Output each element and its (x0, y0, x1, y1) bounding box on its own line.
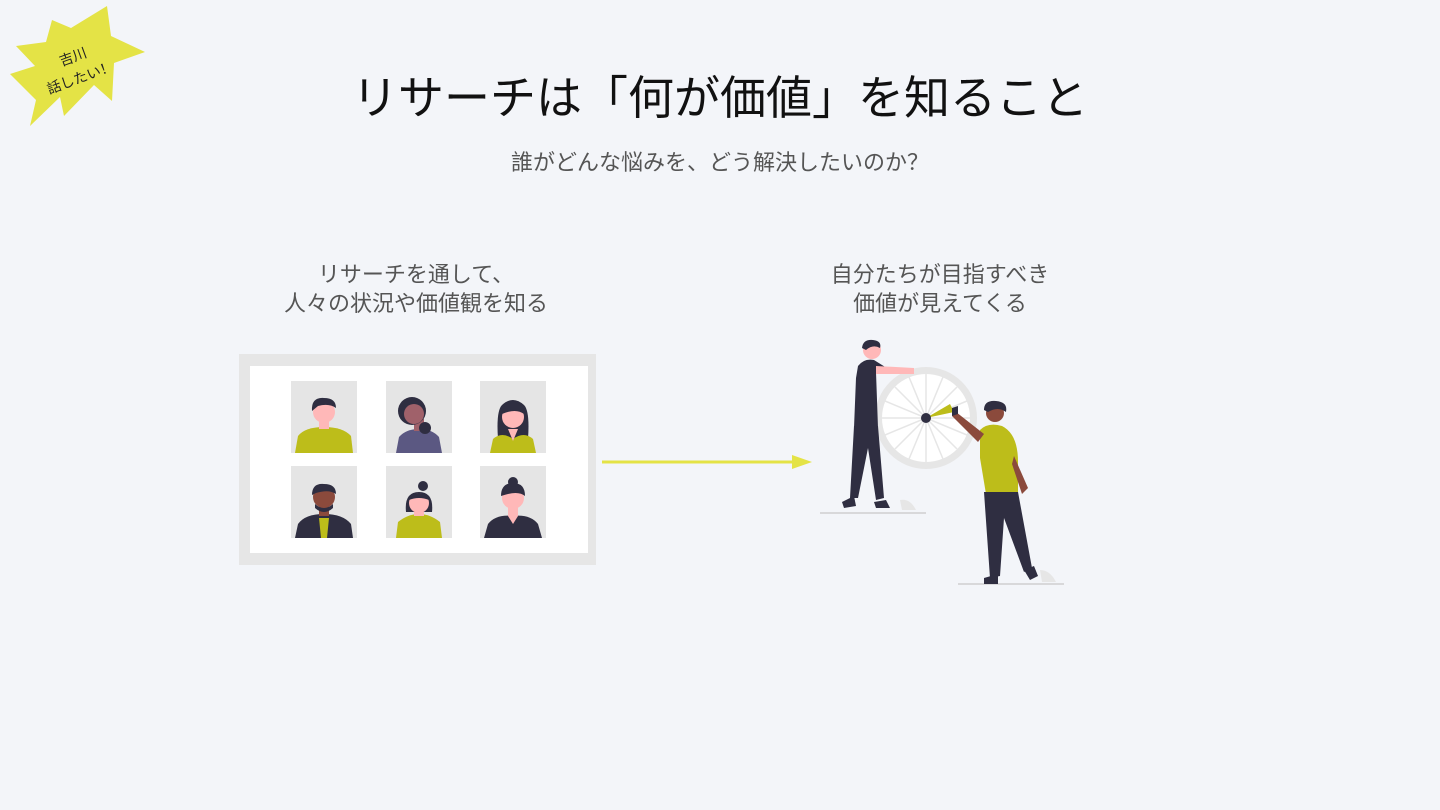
team-wheel-illustration (818, 338, 1068, 588)
portrait-grid-frame (239, 354, 596, 565)
portrait-grid (250, 366, 588, 553)
right-caption-line-2: 価値が見えてくる (780, 290, 1100, 319)
right-caption: 自分たちが目指すべき 価値が見えてくる (780, 261, 1100, 319)
right-arrow-icon (602, 452, 814, 472)
page-title: リサーチは「何が価値」を知ること (0, 62, 1440, 128)
left-caption-line-2: 人々の状況や価値観を知る (236, 290, 596, 319)
portrait-woman-long-hair-icon (480, 381, 546, 453)
page-subtitle: 誰がどんな悩みを、どう解決したいのか？ (0, 145, 1440, 177)
right-caption-line-1: 自分たちが目指すべき (780, 261, 1100, 290)
left-caption: リサーチを通して、 人々の状況や価値観を知る (236, 261, 596, 319)
portrait-man-jacket-icon (480, 466, 546, 538)
left-caption-line-1: リサーチを通して、 (236, 261, 596, 290)
portrait-man-short-hair-icon (291, 381, 357, 453)
portrait-man-dark-skin-icon (291, 466, 357, 538)
portrait-woman-bun-icon (386, 381, 452, 453)
portrait-woman-topknot-icon (386, 466, 452, 538)
